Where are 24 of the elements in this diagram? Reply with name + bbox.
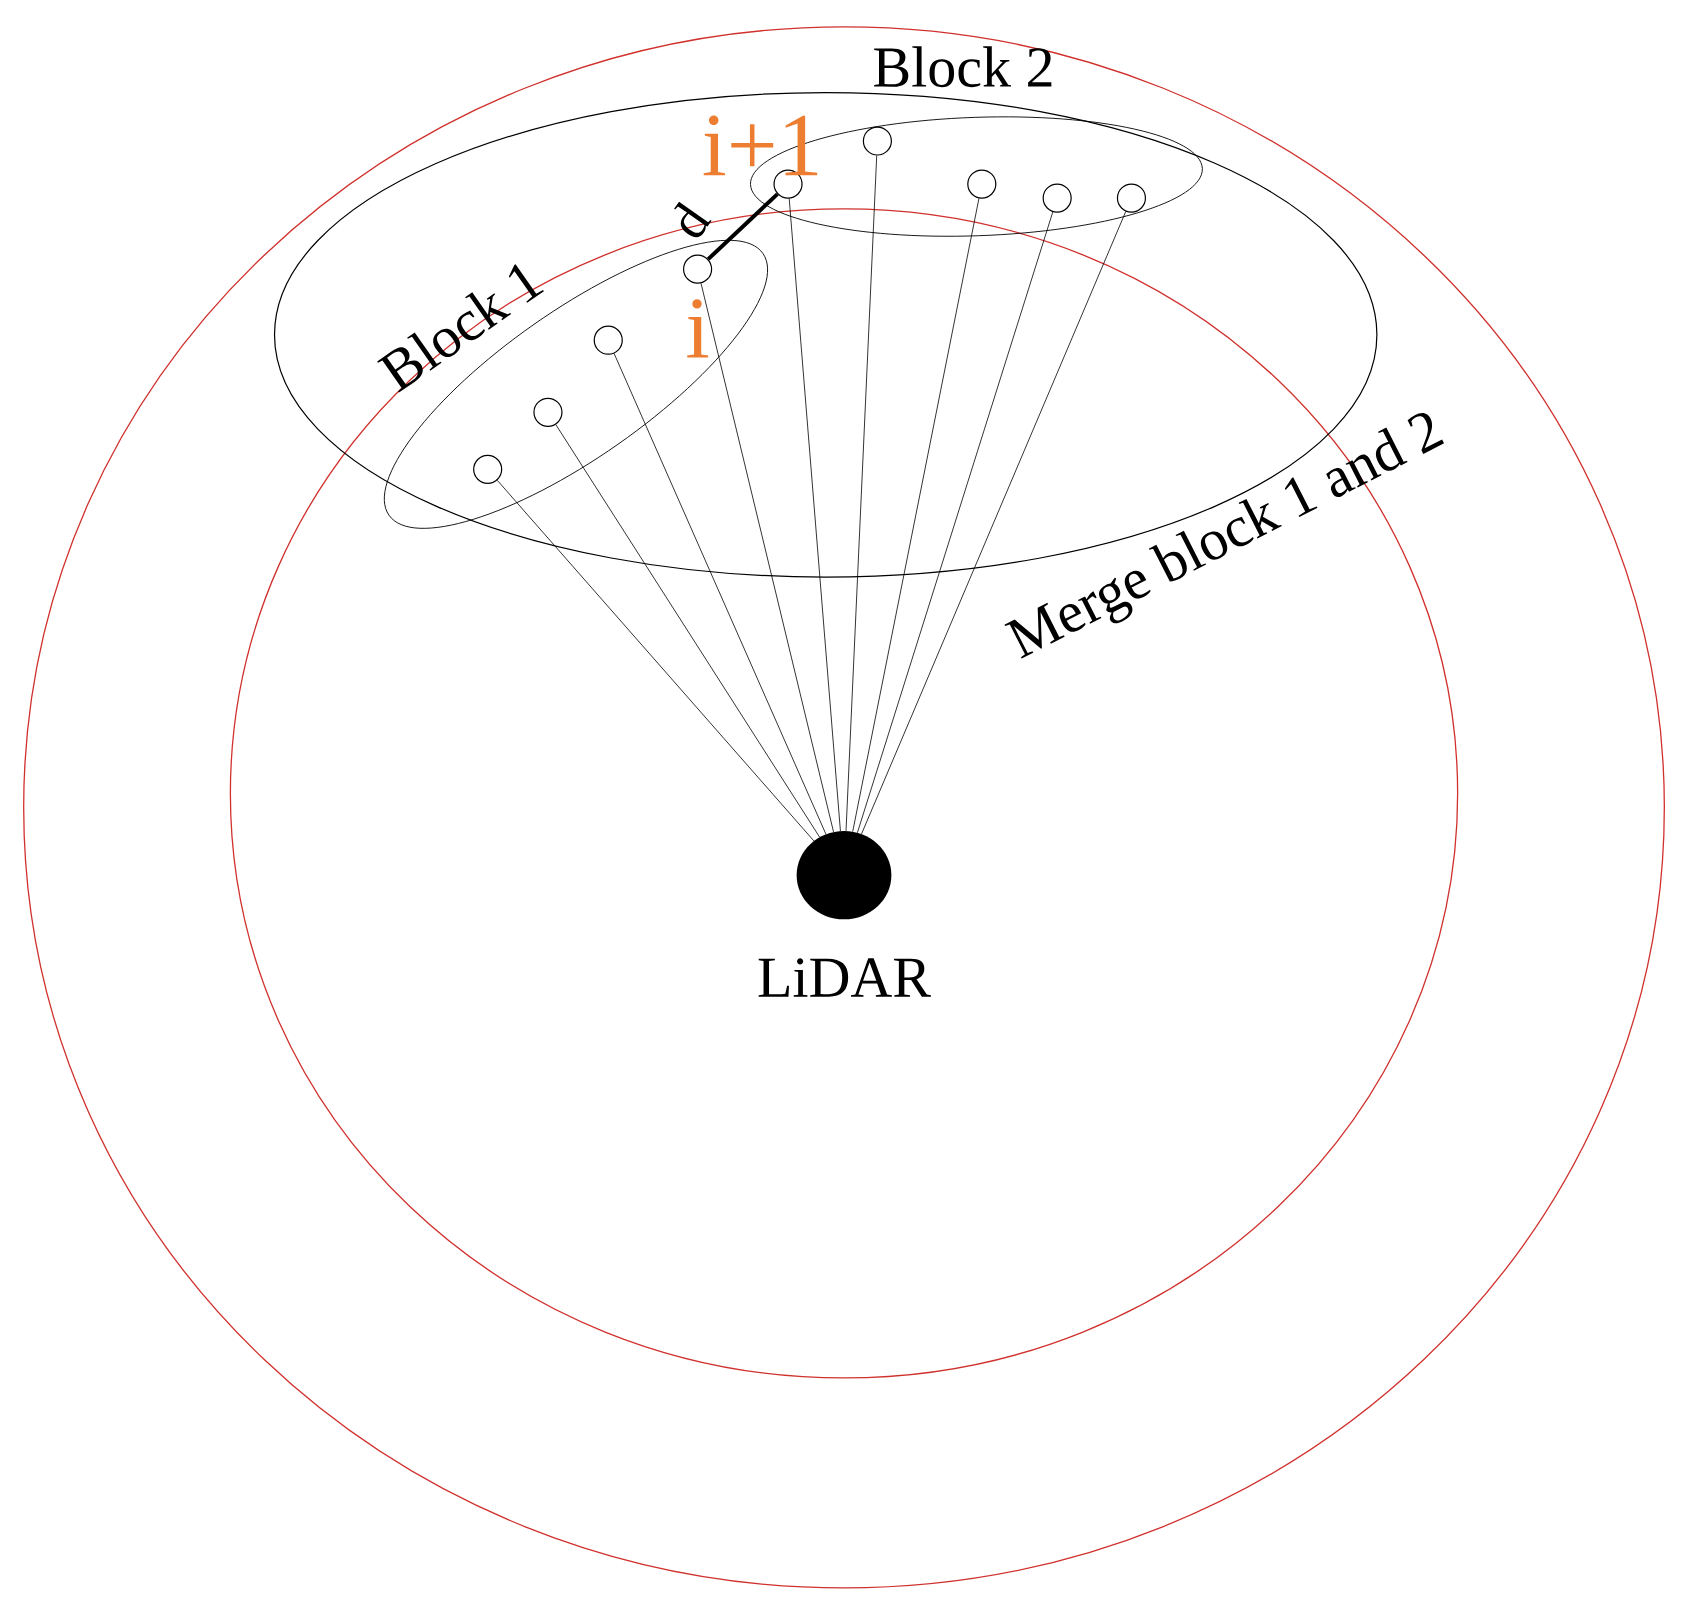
point-circle — [1116, 183, 1147, 213]
ray-line — [845, 154, 878, 832]
point-label: i+1 — [703, 115, 818, 175]
point-circle — [967, 169, 997, 199]
ray-line — [788, 198, 841, 832]
ray-line — [496, 479, 815, 842]
point-circle — [473, 454, 503, 484]
sensor-label: LiDAR — [758, 958, 931, 997]
point-circle — [593, 325, 623, 355]
edge-label: d — [674, 201, 712, 237]
ray-line — [613, 352, 827, 835]
point-label: i — [687, 299, 709, 358]
ray-line — [852, 197, 980, 832]
point-circle — [1042, 183, 1072, 213]
distance-line — [706, 192, 779, 261]
ray-line — [861, 210, 1127, 835]
ray-line — [857, 211, 1054, 833]
point-circle — [862, 126, 892, 156]
ray-line — [700, 282, 834, 833]
point-circle — [683, 254, 713, 284]
point-circle — [533, 397, 563, 427]
node-label: Block 2 — [874, 46, 1052, 87]
ray-line — [555, 423, 821, 838]
sensor-dot — [796, 830, 892, 920]
